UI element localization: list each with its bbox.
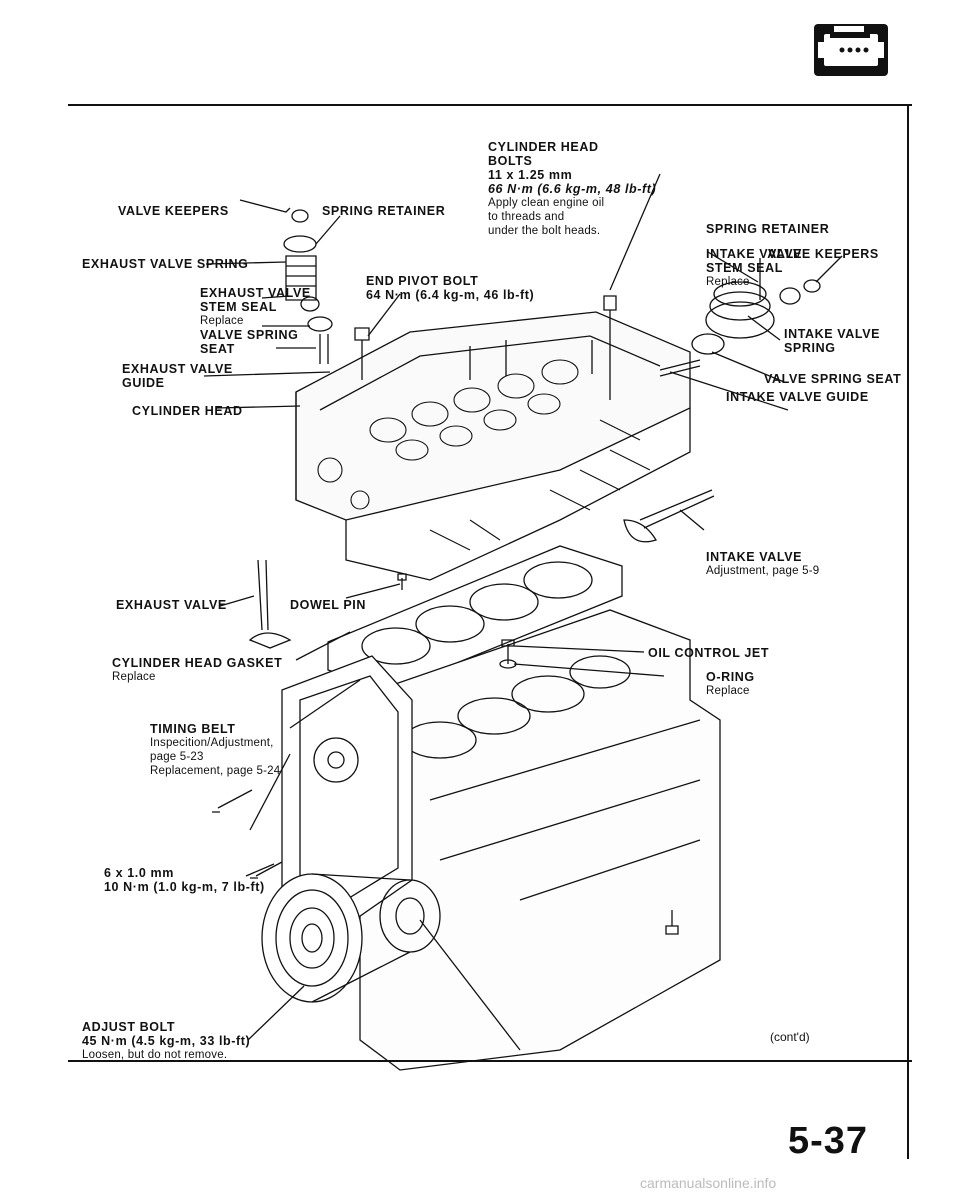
label-valve-keepers-left: VALVE KEEPERS — [118, 204, 229, 218]
label-end-pivot-bolt: END PIVOT BOLT 64 N·m (6.4 kg-m, 46 lb-f… — [366, 274, 535, 302]
label-cylinder-head-gasket: CYLINDER HEAD GASKET Replace — [112, 656, 283, 683]
label-intake-valve: INTAKE VALVE Adjustment, page 5-9 — [706, 550, 820, 577]
label-timing-belt: TIMING BELT Inspecition/Adjustment, page… — [150, 722, 281, 777]
label-exhaust-valve: EXHAUST VALVE — [116, 598, 227, 612]
label-o-ring: O-RING Replace — [706, 670, 755, 697]
page-number: 5-37 — [788, 1120, 869, 1162]
label-oil-control-jet: OIL CONTROL JET — [648, 646, 770, 660]
label-adjust-bolt: ADJUST BOLT 45 N·m (4.5 kg-m, 33 lb-ft) … — [82, 1020, 251, 1061]
label-valve-keepers-right: VALVE KEEPERS — [768, 247, 879, 261]
label-cylinder-head: CYLINDER HEAD — [132, 404, 243, 418]
label-intake-valve-stem-seal: INTAKE VALVE STEM SEAL Replace — [706, 247, 803, 288]
engine-block-icon — [814, 24, 888, 76]
header-rule — [68, 104, 912, 106]
label-exhaust-valve-spring: EXHAUST VALVE SPRING — [82, 257, 249, 271]
right-frame-rule — [907, 104, 909, 1159]
watermark: carmanualsonline.info — [640, 1175, 777, 1191]
label-dowel-pin: DOWEL PIN — [290, 598, 367, 612]
label-cylinder-head-bolts: CYLINDER HEAD BOLTS 11 x 1.25 mm 66 N·m … — [488, 140, 657, 237]
label-exhaust-valve-guide: EXHAUST VALVE GUIDE — [122, 362, 233, 390]
label-intake-valve-guide: INTAKE VALVE GUIDE — [726, 390, 869, 404]
label-exhaust-valve-stem-seal: EXHAUST VALVE STEM SEAL Replace — [200, 286, 311, 327]
label-valve-spring-seat-left: VALVE SPRING SEAT — [200, 328, 299, 356]
label-bolt-6x1: 6 x 1.0 mm 10 N·m (1.0 kg-m, 7 lb-ft) — [104, 866, 265, 894]
footer-rule — [68, 1060, 912, 1062]
label-intake-valve-spring: INTAKE VALVE SPRING — [784, 327, 881, 355]
label-spring-retainer-right: SPRING RETAINER — [706, 222, 830, 236]
label-spring-retainer-left: SPRING RETAINER — [322, 204, 446, 218]
label-valve-spring-seat-right: VALVE SPRING SEAT — [764, 372, 902, 386]
continued-note: (cont'd) — [770, 1030, 810, 1044]
